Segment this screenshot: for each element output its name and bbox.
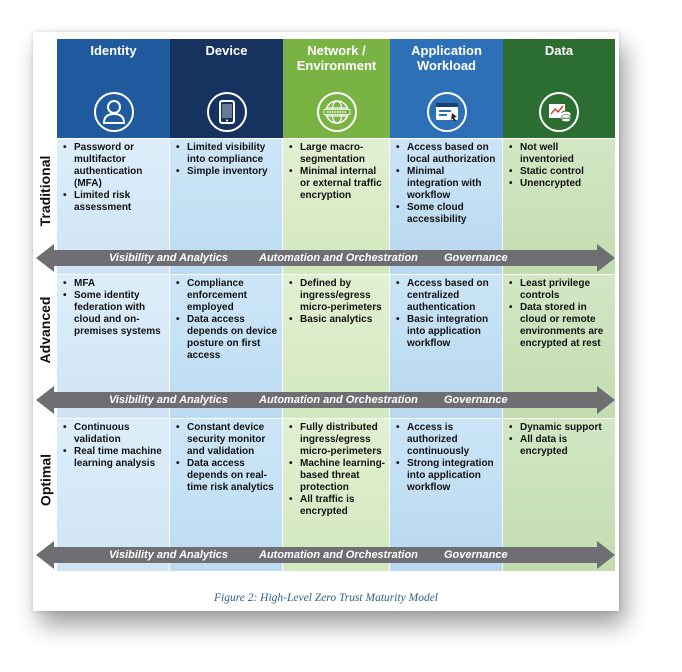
bullet-item: Static control (507, 166, 611, 178)
row-label-advanced: Advanced (37, 296, 53, 364)
bullet-item: Machine learning-based threat protection (287, 458, 385, 494)
visibility-label: Visibility and Analytics (109, 394, 228, 406)
bullet-item: Not well inventoried (507, 142, 611, 166)
bullet-list: Access based on local authorizationMinim… (394, 142, 498, 226)
column-header-application: Application Workload (390, 39, 503, 138)
database-chart-icon (539, 92, 579, 132)
figure-caption: Figure 2: High-Level Zero Trust Maturity… (213, 592, 438, 604)
bullet-list: Compliance enforcement employedData acce… (174, 278, 278, 362)
person-icon (93, 92, 134, 132)
bullet-item: Unencrypted (507, 178, 611, 190)
bullet-item: Password or multifactor authentication (… (61, 142, 165, 190)
crosscutting-arrow: Visibility and Analytics Automation and O… (36, 244, 615, 272)
bullet-item: Access based on centralized authenticati… (394, 278, 498, 314)
bullet-item: Data stored in cloud or remote environme… (507, 302, 611, 350)
bullet-item: Compliance enforcement employed (174, 278, 278, 314)
cell-optimal-identity: Continuous validationReal time machine l… (57, 418, 170, 571)
bullet-item: Fully distributed ingress/egress micro-p… (287, 422, 385, 458)
bullet-item: Least privilege controls (507, 278, 611, 302)
bullet-item: Limited risk assessment (61, 190, 165, 214)
bullet-item: Minimal integration with workflow (394, 166, 498, 202)
bullet-list: Defined by ingress/egress micro-perimete… (287, 278, 385, 326)
bullet-list: Limited visibility into complianceSimple… (174, 142, 278, 178)
bullet-list: Least privilege controlsData stored in c… (507, 278, 611, 350)
column-header-data: Data (503, 39, 615, 138)
bullet-item: Dynamic support (507, 422, 611, 434)
cell-advanced-application: Access based on centralized authenticati… (390, 274, 503, 418)
bullet-list: Not well inventoriedStatic controlUnencr… (507, 142, 611, 190)
bullet-list: MFASome identity federation with cloud a… (61, 278, 165, 338)
bullet-item: Strong integration into application work… (394, 458, 498, 494)
cell-optimal-data: Dynamic supportAll data is encrypted (503, 418, 615, 571)
bullet-item: Access based on local authorization (394, 142, 498, 166)
bullet-item: MFA (61, 278, 165, 290)
column-title: Application Workload (411, 43, 482, 73)
bullet-item: Real time machine learning analysis (61, 446, 165, 470)
row-label-optimal: Optimal (37, 453, 53, 506)
bullet-list: Access based on centralized authenticati… (394, 278, 498, 350)
application-window-icon (426, 92, 467, 132)
visibility-label: Visibility and Analytics (109, 549, 228, 561)
row-label-traditional: Traditional (37, 155, 53, 227)
bullet-item: Some identity federation with cloud and … (61, 290, 165, 338)
cell-optimal-network: Fully distributed ingress/egress micro-p… (283, 418, 390, 571)
column-header-network: Network / Environment (283, 39, 390, 138)
column-title: Data (544, 43, 574, 58)
governance-label: Governance (444, 549, 508, 561)
crosscutting-arrow: Visibility and Analytics Automation and O… (36, 386, 615, 414)
maturity-model-figure: Identity Device Network / Environment Appli… (33, 32, 619, 611)
bullet-item: Limited visibility into compliance (174, 142, 278, 166)
bullet-item: Data access depends on real-time risk an… (174, 458, 278, 494)
cell-optimal-application: Access is authorized continuouslyStrong … (390, 418, 503, 571)
crosscutting-arrow: Visibility and Analytics Automation and O… (36, 541, 615, 569)
column-title: Network / Environment (296, 43, 377, 73)
visibility-label: Visibility and Analytics (109, 252, 228, 264)
bullet-item: Defined by ingress/egress micro-perimete… (287, 278, 385, 314)
bullet-list: Continuous validationReal time machine l… (61, 422, 165, 470)
bullet-item: Data access depends on device posture on… (174, 314, 278, 362)
bullet-list: Large macro-segmentationMinimal internal… (287, 142, 385, 202)
governance-label: Governance (444, 252, 508, 264)
column-title: Device (205, 43, 248, 58)
bullet-list: Fully distributed ingress/egress micro-p… (287, 422, 385, 518)
column-header-identity: Identity (57, 39, 170, 138)
bullet-item: Simple inventory (174, 166, 278, 178)
bullet-item: Basic integration into application workf… (394, 314, 498, 350)
network-globe-icon (316, 92, 357, 132)
bullet-item: Basic analytics (287, 314, 385, 326)
bullet-item: Some cloud accessibility (394, 202, 498, 226)
column-title: Identity (90, 43, 137, 58)
automation-label: Automation and Orchestration (259, 394, 418, 406)
automation-label: Automation and Orchestration (259, 549, 418, 561)
bullet-item: All traffic is encrypted (287, 494, 385, 518)
column-header-device: Device (170, 39, 283, 138)
cell-optimal-device: Constant device security monitor and val… (170, 418, 283, 571)
bullet-list: Password or multifactor authentication (… (61, 142, 165, 214)
bullet-item: Continuous validation (61, 422, 165, 446)
bullet-list: Dynamic supportAll data is encrypted (507, 422, 611, 458)
bullet-item: Large macro-segmentation (287, 142, 385, 166)
bullet-item: Access is authorized continuously (394, 422, 498, 458)
bullet-list: Constant device security monitor and val… (174, 422, 278, 494)
tablet-icon (206, 92, 247, 132)
bullet-list: Access is authorized continuouslyStrong … (394, 422, 498, 494)
bullet-item: Constant device security monitor and val… (174, 422, 278, 458)
automation-label: Automation and Orchestration (259, 252, 418, 264)
governance-label: Governance (444, 394, 508, 406)
bullet-item: Minimal internal or external traffic enc… (287, 166, 385, 202)
bullet-item: All data is encrypted (507, 434, 611, 458)
